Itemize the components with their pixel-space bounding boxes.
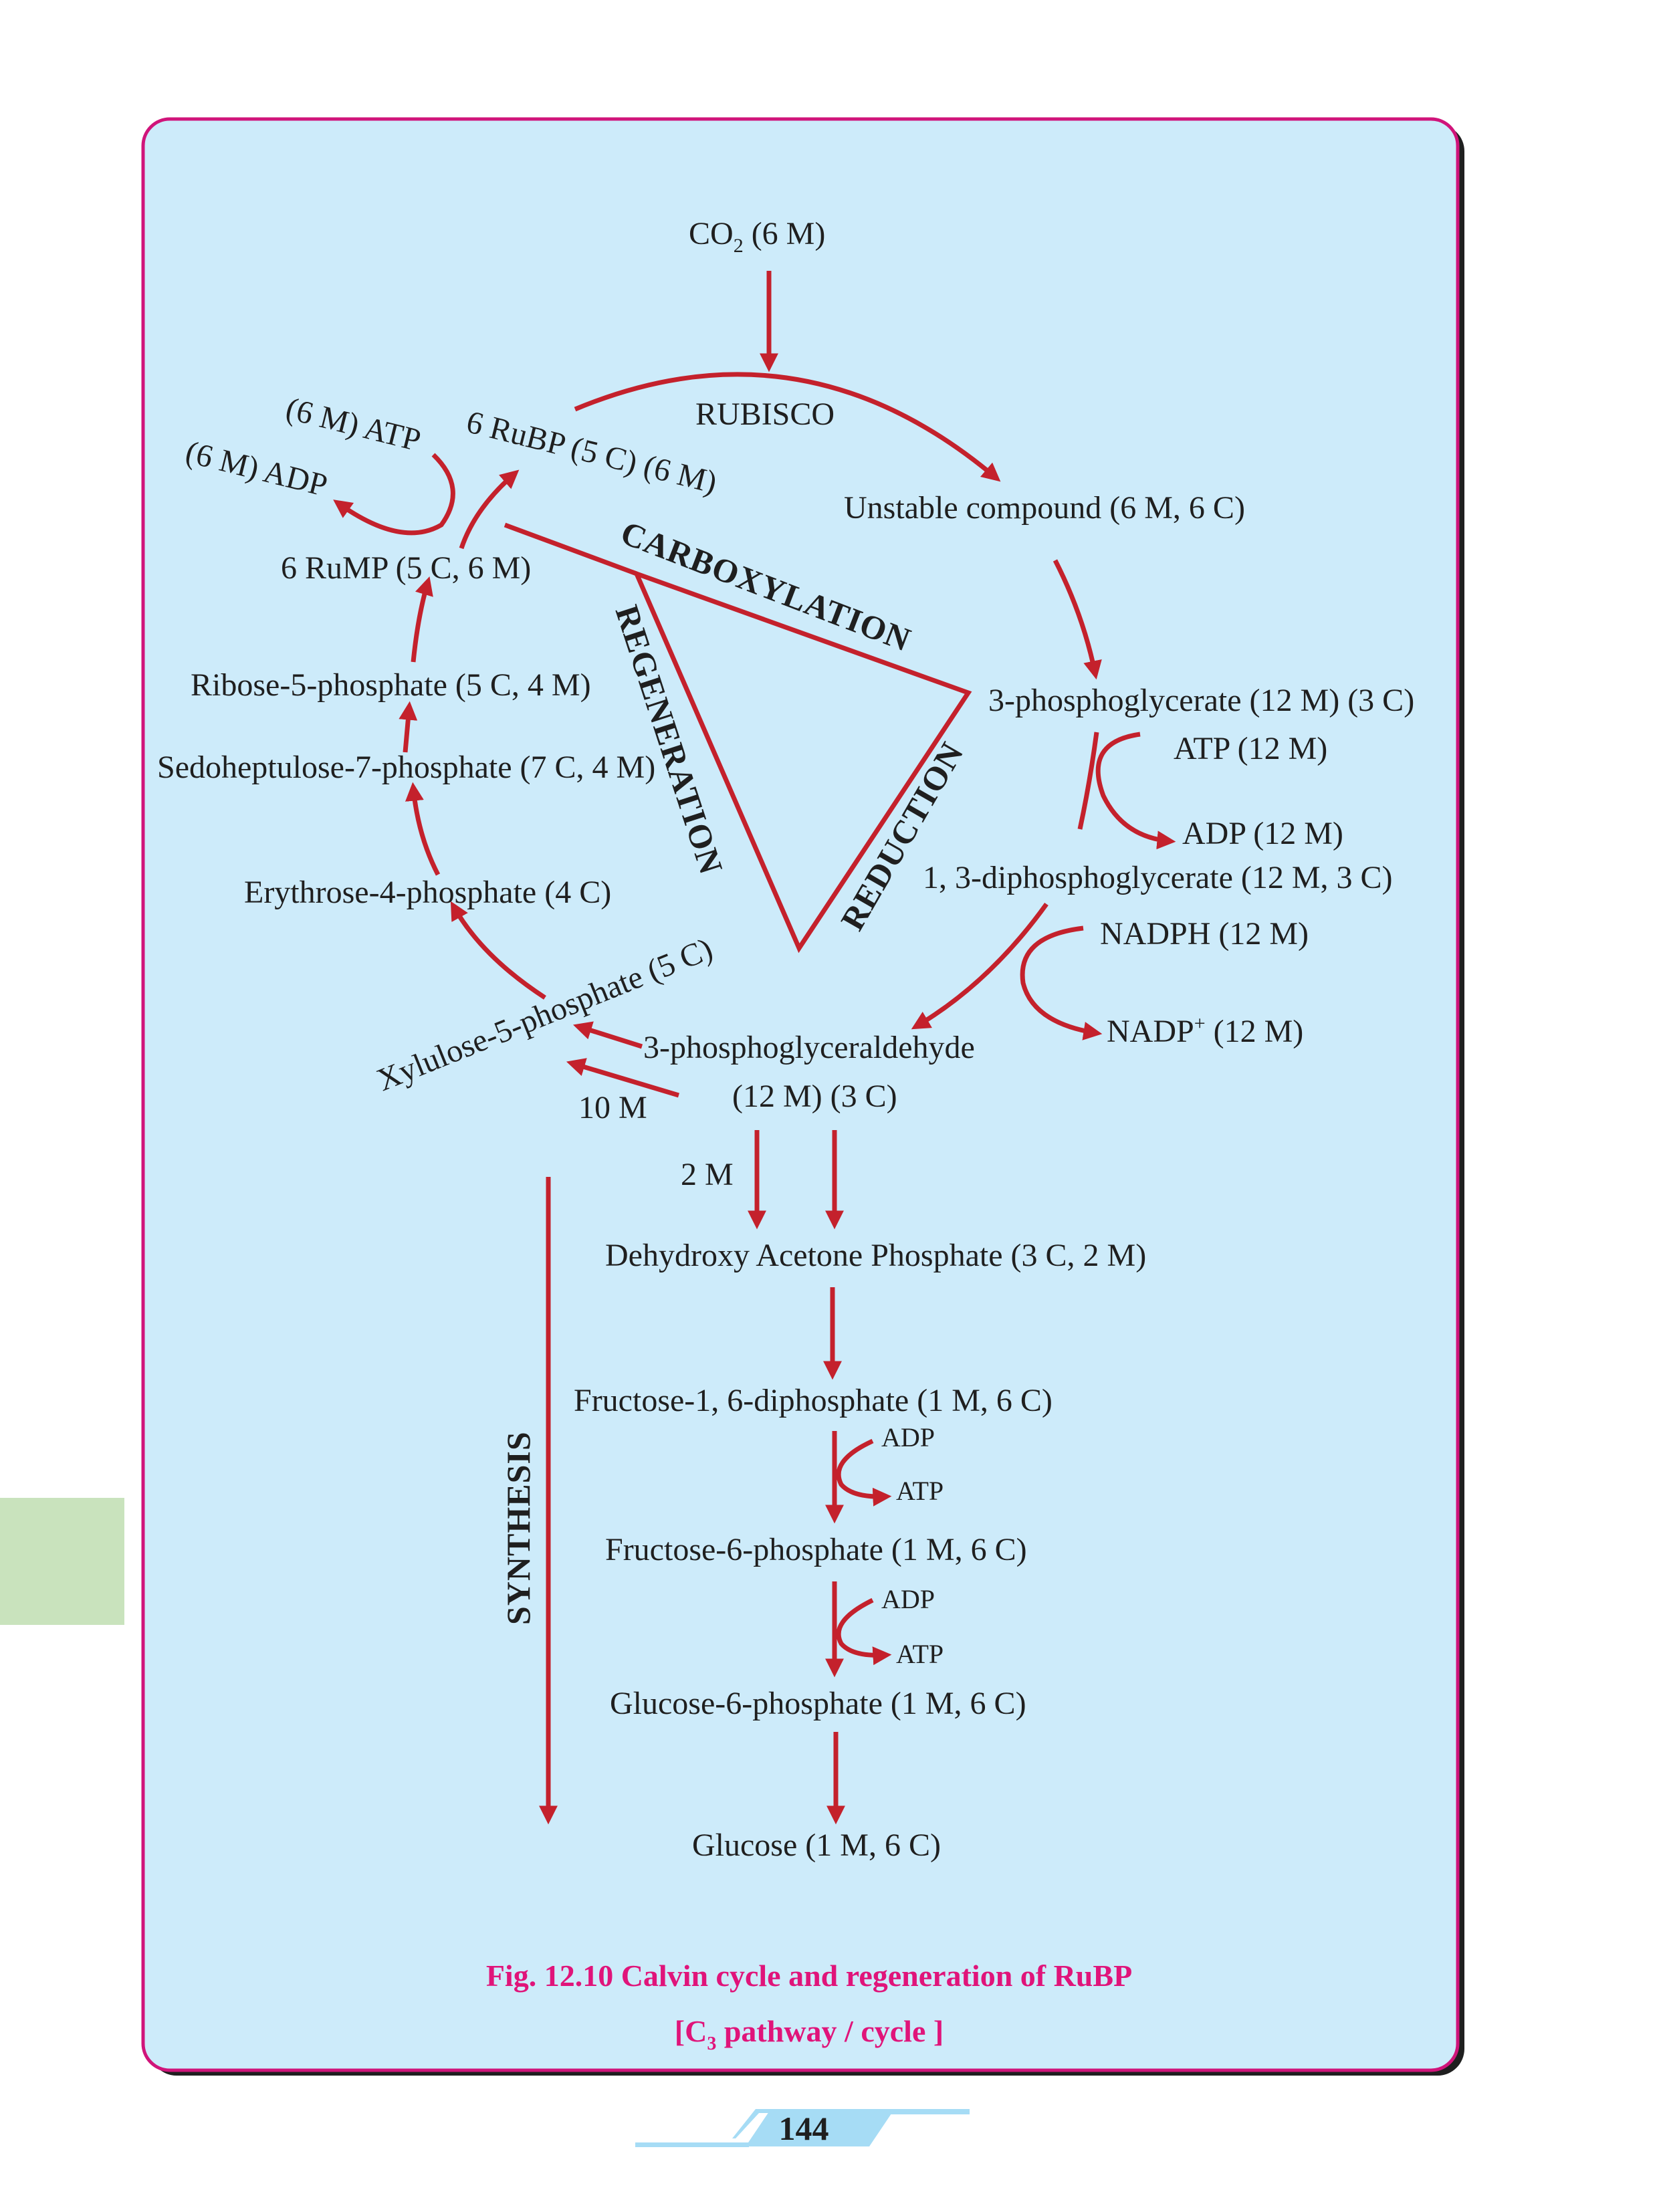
arrow-pga-to-dpga [1077,732,1099,830]
adp-a-label: ADP [881,1422,935,1452]
arrow-atp-adp-6m [333,453,455,536]
arrow-nadph-nadp [1020,925,1103,1040]
arrow-dpga-to-pgald [911,902,1048,1030]
dpga-label: 1, 3-diphosphoglycerate (12 M, 3 C) [923,860,1393,895]
atp-12m-label: ATP (12 M) [1174,731,1327,766]
arrow-atp-adp-12m [1095,732,1176,850]
sedo-label: Sedoheptulose-7-phosphate (7 C, 4 M) [157,750,655,785]
adp-b-label: ADP [881,1584,935,1614]
g6p-label: Glucose-6-phosphate (1 M, 6 C) [610,1686,1026,1721]
rump-label: 6 RuMP (5 C, 6 M) [281,550,531,586]
arrow-sedo-to-ribose [399,701,418,753]
atp-b-label: ATP [896,1639,944,1669]
figure-panel [141,117,1464,2076]
page-number: 144 [779,2110,829,2147]
ten-m-label: 10 M [578,1090,647,1125]
arrow-10m-to-xylulose [566,1058,680,1098]
arrow-pgald-to-xylulose [572,1021,643,1049]
stage-triangle [504,522,972,954]
arrow-erythrose-to-sedo [405,782,441,876]
nadp-label: NADP+ (12 M) [1107,1012,1303,1049]
ribose-label: Ribose-5-phosphate (5 C, 4 M) [191,667,591,703]
f6p-label: Fructose-6-phosphate (1 M, 6 C) [605,1532,1027,1567]
glucose-label: Glucose (1 M, 6 C) [692,1828,941,1863]
pgald-label-line2: (12 M) (3 C) [732,1079,897,1114]
figure-caption-line2: [C3 pathway / cycle ] [675,2014,944,2054]
arrow-rump-to-rubp [459,469,520,550]
arrow-rubp-to-unstable [574,372,1001,482]
unstable-label: Unstable compound (6 M, 6 C) [844,490,1245,526]
synthesis-label: SYNTHESIS [500,1431,537,1625]
erythrose-label: Erythrose-4-phosphate (4 C) [244,875,611,910]
fdp-label: Fructose-1, 6-diphosphate (1 M, 6 C) [574,1383,1053,1418]
nadph-label: NADPH (12 M) [1100,916,1309,952]
pga-label: 3-phosphoglycerate (12 M) (3 C) [988,683,1414,718]
two-m-label: 2 M [681,1157,734,1192]
dhap-label: Dehydroxy Acetone Phosphate (3 C, 2 M) [605,1238,1146,1273]
figure-caption-line1: Fig. 12.10 Calvin cycle and regeneration… [486,1959,1132,1993]
side-tab [0,1498,124,1625]
page-number-tab [635,2109,970,2147]
adp-12m-label: ADP (12 M) [1182,816,1343,851]
co2-label: CO2 (6 M) [689,216,825,257]
arrow-unstable-to-pga [1053,559,1102,680]
synthesis-arrows [539,1130,892,1825]
arrow-ribose-to-rump [411,576,433,663]
cycle-arrows [333,271,1176,1098]
arrow-xylulose-to-erythrose [450,901,546,1000]
arrow-adp-atp-2 [836,1597,892,1666]
rubisco-label: RUBISCO [695,397,835,432]
atp-a-label: ATP [896,1476,944,1506]
pgald-label-line1: 3-phosphoglyceraldehyde [643,1030,975,1065]
arrow-adp-atp-1 [836,1438,892,1507]
